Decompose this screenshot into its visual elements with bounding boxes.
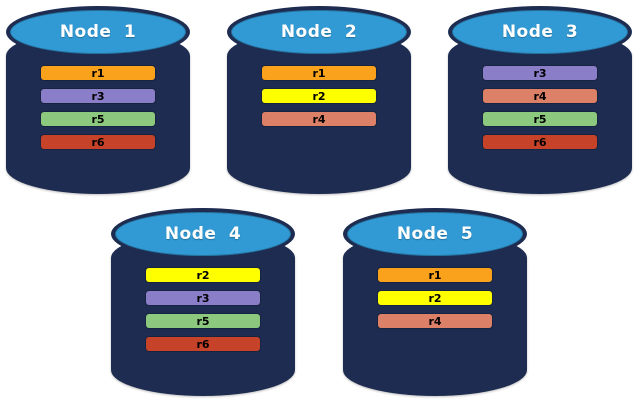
replica-bar-r1: r1 (378, 268, 492, 282)
replica-bar-r3: r3 (146, 291, 260, 305)
cylinder-top-ellipse: Node 2 (227, 6, 411, 58)
replica-bar-r4: r4 (483, 89, 597, 103)
node-label: Node 2 (280, 22, 358, 42)
node-label: Node 4 (164, 224, 242, 244)
replica-bar-r5: r5 (41, 112, 155, 126)
cylinder-top-ellipse: Node 3 (448, 6, 632, 58)
replica-bar-r6: r6 (41, 135, 155, 149)
replica-list: r3 r4 r5 r6 (448, 66, 632, 149)
node-label: Node 5 (396, 224, 474, 244)
replica-bar-r6: r6 (146, 337, 260, 351)
replica-bar-r2: r2 (262, 89, 376, 103)
node-cylinder-5: Node 5 r1 r2 r4 (343, 208, 527, 396)
replica-bar-r4: r4 (378, 314, 492, 328)
node-cylinder-2: Node 2 r1 r2 r4 (227, 6, 411, 194)
replica-bar-r5: r5 (483, 112, 597, 126)
node-label: Node 1 (59, 22, 137, 42)
node-label: Node 3 (501, 22, 579, 42)
replica-bar-r3: r3 (483, 66, 597, 80)
node-row-top: Node 1 r1 r3 r5 r6 Node 2 r1 r2 r4 Node 3 r3 r4 r5 r6 (0, 0, 638, 194)
cylinder-top-ellipse: Node 1 (6, 6, 190, 58)
node-cylinder-1: Node 1 r1 r3 r5 r6 (6, 6, 190, 194)
replica-bar-r5: r5 (146, 314, 260, 328)
replica-list: r2 r3 r5 r6 (111, 268, 295, 351)
cylinder-top-ellipse: Node 4 (111, 208, 295, 260)
replica-bar-r2: r2 (378, 291, 492, 305)
node-cylinder-3: Node 3 r3 r4 r5 r6 (448, 6, 632, 194)
replica-bar-r2: r2 (146, 268, 260, 282)
cylinder-top-ellipse: Node 5 (343, 208, 527, 260)
replica-list: r1 r2 r4 (227, 66, 411, 126)
replica-bar-r4: r4 (262, 112, 376, 126)
replica-bar-r3: r3 (41, 89, 155, 103)
replica-bar-r6: r6 (483, 135, 597, 149)
replica-list: r1 r3 r5 r6 (6, 66, 190, 149)
replica-bar-r1: r1 (41, 66, 155, 80)
replica-bar-r1: r1 (262, 66, 376, 80)
node-row-bottom: Node 4 r2 r3 r5 r6 Node 5 r1 r2 r4 (0, 194, 638, 396)
node-cylinder-4: Node 4 r2 r3 r5 r6 (111, 208, 295, 396)
replica-list: r1 r2 r4 (343, 268, 527, 328)
